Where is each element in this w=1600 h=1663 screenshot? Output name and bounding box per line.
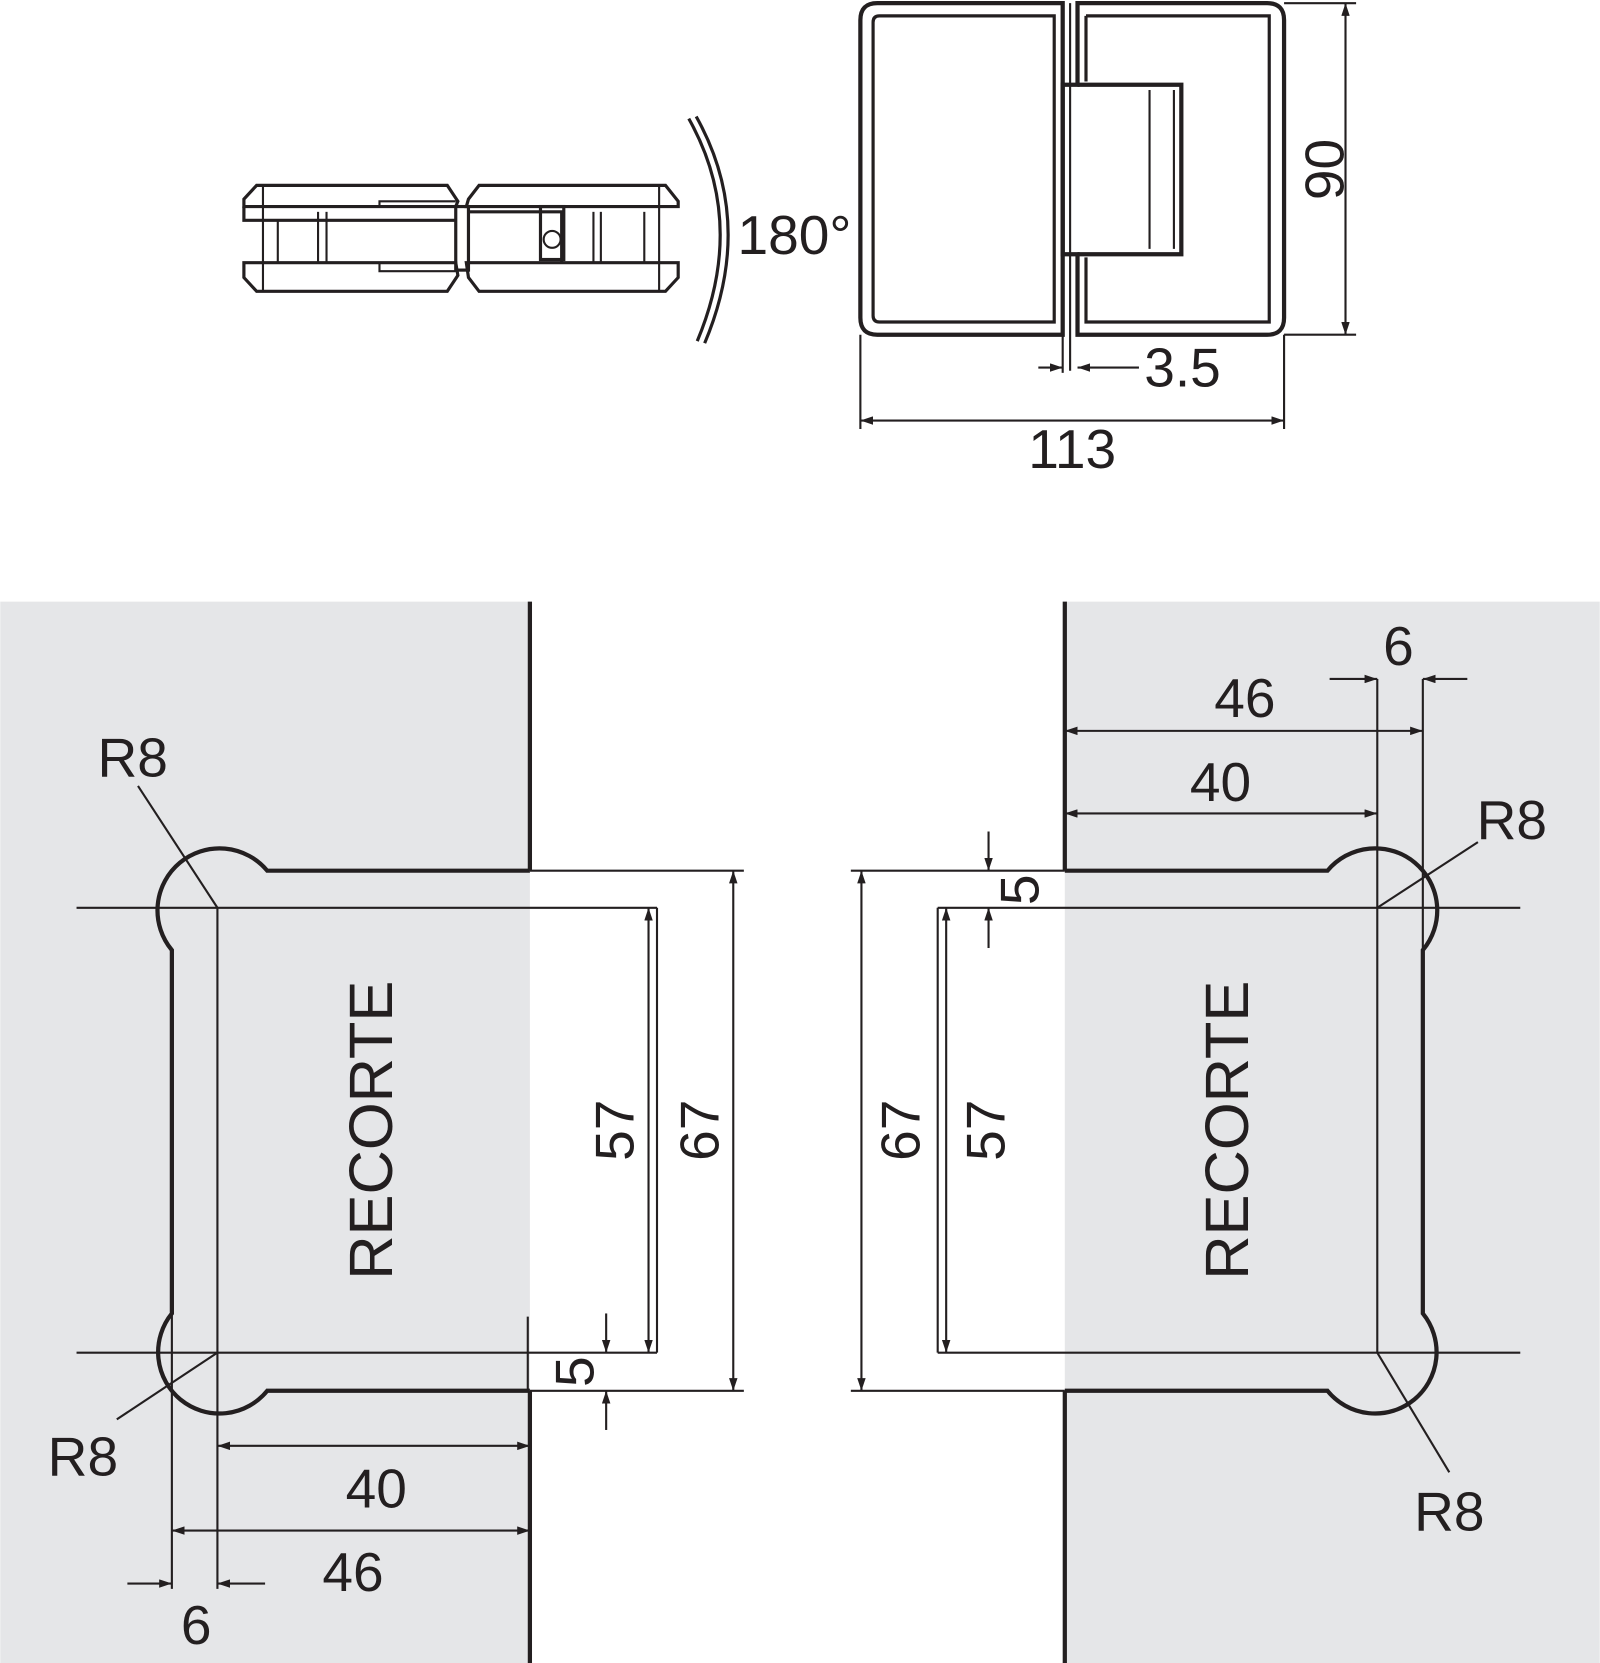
right-outer-width-label: 46	[1214, 667, 1275, 729]
right-inner-height-label: 57	[954, 1100, 1016, 1161]
right-cutout-title: RECORTE	[1193, 981, 1262, 1280]
left-dimension-lines	[76, 785, 744, 1589]
right-radius-top-label: R8	[1477, 789, 1547, 851]
right-margin-label: 6	[1383, 615, 1414, 677]
left-outer-width-label: 46	[322, 1541, 383, 1603]
right-radius-bottom-label: R8	[1414, 1481, 1484, 1543]
rotation-angle-label: 180°	[738, 204, 852, 266]
right-outer-height-label: 67	[870, 1100, 932, 1161]
left-radius-top-label: R8	[97, 726, 167, 788]
hinge-front-view	[858, 1, 1287, 371]
hinge-side-view	[242, 183, 680, 293]
left-offset-label: 5	[543, 1356, 605, 1387]
right-dimension-lines	[850, 674, 1521, 1473]
left-cutout-title: RECORTE	[337, 981, 406, 1280]
gap-label: 3.5	[1144, 337, 1221, 399]
right-inner-width-label: 40	[1190, 751, 1251, 813]
width-dimension	[859, 334, 1286, 429]
gap-dimension	[1038, 334, 1139, 373]
height-label: 90	[1293, 139, 1355, 200]
left-outer-height-label: 67	[668, 1100, 730, 1161]
left-radius-bottom-label: R8	[48, 1426, 118, 1488]
right-offset-label: 5	[988, 874, 1050, 905]
left-inner-width-label: 40	[346, 1457, 407, 1519]
left-glass-panel	[0, 601, 533, 1663]
rotation-arc	[687, 115, 730, 344]
width-label: 113	[1028, 418, 1116, 480]
left-margin-label: 6	[181, 1594, 212, 1656]
right-glass-panel	[1062, 601, 1600, 1663]
left-inner-height-label: 57	[584, 1100, 646, 1161]
height-dimension	[1284, 2, 1357, 336]
